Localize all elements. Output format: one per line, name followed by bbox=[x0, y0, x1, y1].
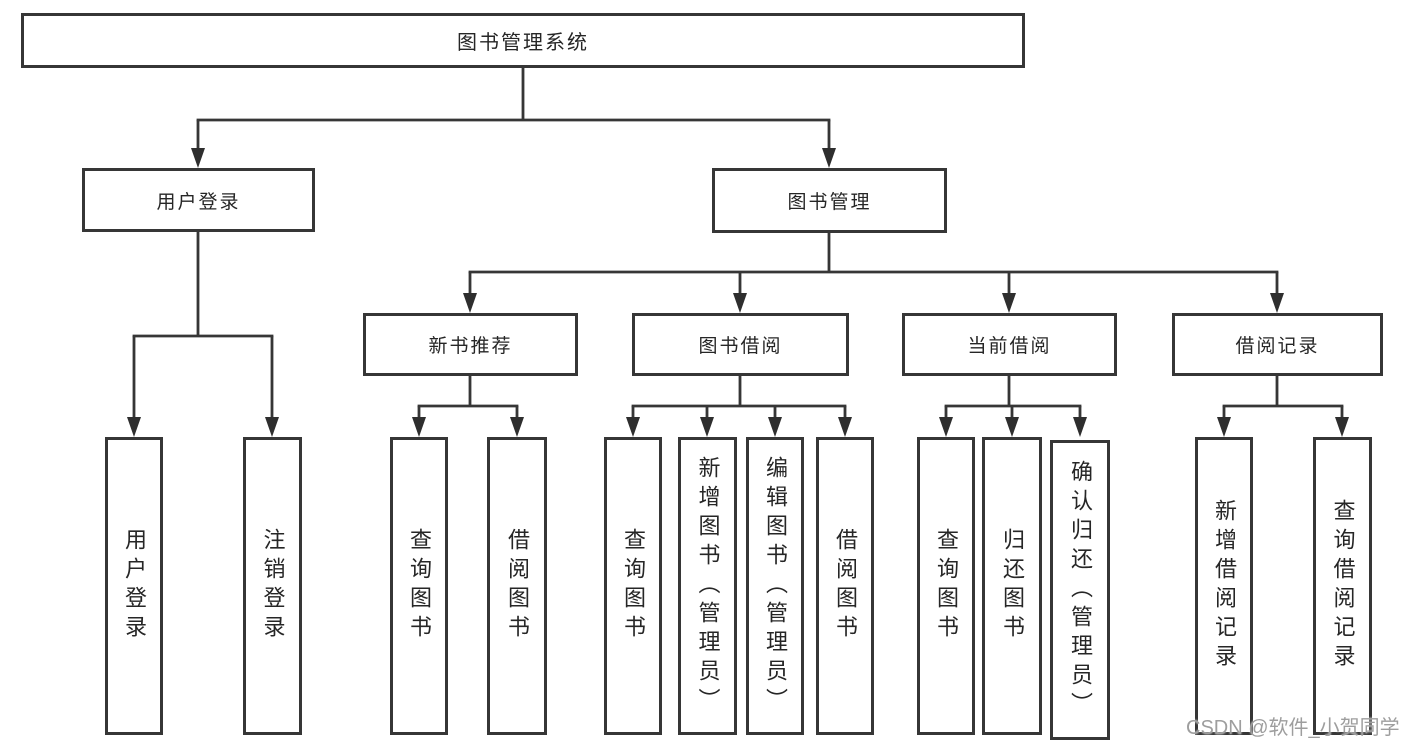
connector-group bbox=[939, 376, 1087, 437]
node-library-system: 图书管理系统 bbox=[21, 13, 1025, 68]
node-current-borrowing-label: 当前借阅 bbox=[967, 336, 1052, 357]
arrowhead-icon bbox=[626, 417, 640, 437]
leaf-logout: 注销登录 bbox=[243, 437, 302, 735]
arrowhead-icon bbox=[265, 417, 279, 437]
connector-group bbox=[127, 232, 279, 437]
connector-group bbox=[1217, 376, 1349, 437]
connector-group bbox=[463, 233, 1284, 313]
leaf-confirm-return-admin: 确认归还（管理员） bbox=[1050, 440, 1110, 740]
watermark: CSDN @软件_小贺同学 bbox=[1186, 717, 1400, 739]
arrowhead-icon bbox=[733, 293, 747, 313]
node-borrowing-records-label: 借阅记录 bbox=[1235, 336, 1320, 357]
leaf-edit-books-admin-label: 编辑图书（管理员） bbox=[763, 455, 788, 717]
leaf-user-login: 用户登录 bbox=[105, 437, 163, 735]
leaf-query-books-borrow-label: 查询图书 bbox=[621, 528, 646, 644]
leaf-borrow-books-recommend: 借阅图书 bbox=[487, 437, 547, 735]
leaf-add-books-admin-label: 新增图书（管理员） bbox=[695, 455, 721, 717]
arrowhead-icon bbox=[1002, 293, 1016, 313]
node-current-borrowing: 当前借阅 bbox=[902, 313, 1117, 376]
leaf-return-books: 归还图书 bbox=[982, 437, 1042, 735]
connector-group bbox=[191, 68, 836, 168]
node-user-login-label: 用户登录 bbox=[156, 191, 241, 213]
arrowhead-icon bbox=[1270, 293, 1284, 313]
arrowhead-icon bbox=[1217, 417, 1231, 437]
leaf-query-books-current-label: 查询图书 bbox=[934, 528, 959, 644]
leaf-borrow-books-label: 借阅图书 bbox=[833, 528, 858, 644]
arrowhead-icon bbox=[463, 293, 477, 313]
leaf-query-books-current: 查询图书 bbox=[917, 437, 975, 735]
leaf-borrow-books: 借阅图书 bbox=[816, 437, 874, 735]
arrowhead-icon bbox=[700, 417, 714, 437]
connector-group bbox=[626, 376, 852, 437]
node-new-book-recommend-label: 新书推荐 bbox=[428, 336, 513, 357]
leaf-user-login-label: 用户登录 bbox=[122, 528, 147, 644]
node-new-book-recommend: 新书推荐 bbox=[363, 313, 578, 376]
arrowhead-icon bbox=[510, 417, 524, 437]
arrowhead-icon bbox=[838, 417, 852, 437]
arrowhead-icon bbox=[191, 148, 205, 168]
node-library-system-label: 图书管理系统 bbox=[457, 32, 589, 54]
leaf-query-borrow-record-label: 查询借阅记录 bbox=[1330, 499, 1356, 673]
leaf-query-books-borrow: 查询图书 bbox=[604, 437, 662, 735]
leaf-return-books-label: 归还图书 bbox=[1000, 528, 1025, 644]
leaf-query-borrow-record: 查询借阅记录 bbox=[1313, 437, 1372, 735]
leaf-borrow-books-recommend-label: 借阅图书 bbox=[505, 528, 530, 644]
leaf-add-books-admin: 新增图书（管理员） bbox=[678, 437, 737, 735]
node-borrowing-records: 借阅记录 bbox=[1172, 313, 1383, 376]
connector-group bbox=[412, 376, 524, 437]
arrowhead-icon bbox=[412, 417, 426, 437]
node-book-management-label: 图书管理 bbox=[787, 192, 872, 213]
arrowhead-icon bbox=[1005, 417, 1019, 437]
node-book-borrowing-label: 图书借阅 bbox=[698, 336, 783, 357]
arrowhead-icon bbox=[822, 148, 836, 168]
leaf-confirm-return-admin-label: 确认归还（管理员） bbox=[1068, 459, 1093, 721]
arrowhead-icon bbox=[939, 417, 953, 437]
leaf-add-borrow-record: 新增借阅记录 bbox=[1195, 437, 1253, 735]
arrowhead-icon bbox=[1335, 417, 1349, 437]
arrowhead-icon bbox=[1073, 417, 1087, 437]
arrowhead-icon bbox=[127, 417, 141, 437]
leaf-query-books-recommend: 查询图书 bbox=[390, 437, 448, 735]
node-book-borrowing: 图书借阅 bbox=[632, 313, 849, 376]
node-book-management: 图书管理 bbox=[712, 168, 947, 233]
leaf-edit-books-admin: 编辑图书（管理员） bbox=[746, 437, 804, 735]
leaf-add-borrow-record-label: 新增借阅记录 bbox=[1212, 499, 1237, 673]
node-user-login: 用户登录 bbox=[82, 168, 315, 232]
leaf-logout-label: 注销登录 bbox=[260, 528, 286, 644]
arrowhead-icon bbox=[768, 417, 782, 437]
leaf-query-books-recommend-label: 查询图书 bbox=[407, 528, 432, 644]
